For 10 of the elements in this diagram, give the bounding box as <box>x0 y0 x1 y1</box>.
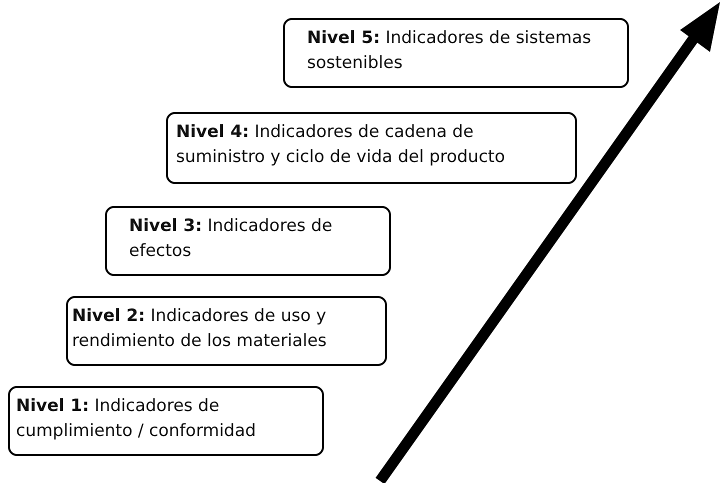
level-box <box>66 296 387 366</box>
level-text: Nivel 1: Indicadores de cumplimiento / conformidad <box>16 396 256 441</box>
level-text: Nivel 3: Indicadores de efectos <box>129 216 332 261</box>
level-text: Nivel 2: Indicadores de uso y rendimiento de los materiales <box>72 306 327 351</box>
level-box <box>105 206 391 276</box>
level-box <box>8 386 324 456</box>
level-text: Nivel 4: Indicadores de cadena de suministro y ciclo de vida del producto <box>176 122 505 167</box>
level-text: Nivel 5: Indicadores de sistemas sostenibles <box>307 28 592 73</box>
level-box <box>166 112 577 184</box>
level-box <box>283 18 629 88</box>
